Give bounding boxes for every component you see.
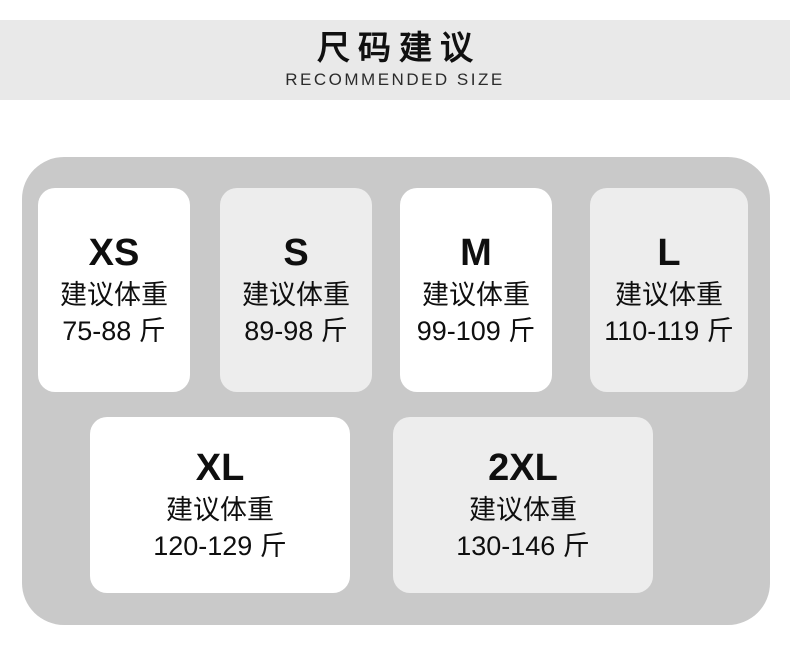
- size-name: L: [657, 232, 681, 274]
- size-name: S: [283, 232, 309, 274]
- size-card-2xl: 2XL 建议体重 130-146 斤: [393, 417, 653, 593]
- weight-range: 110-119 斤: [604, 316, 734, 346]
- size-card-xl: XL 建议体重 120-129 斤: [90, 417, 350, 593]
- weight-hint-label: 建议体重: [242, 280, 350, 310]
- page-subtitle: RECOMMENDED SIZE: [285, 70, 505, 89]
- title-band: 尺码建议 RECOMMENDED SIZE: [0, 20, 790, 100]
- size-name: XL: [195, 447, 245, 489]
- weight-range: 120-129 斤: [153, 531, 287, 561]
- weight-hint-label: 建议体重: [615, 280, 723, 310]
- weight-hint-label: 建议体重: [469, 495, 577, 525]
- size-name: 2XL: [488, 447, 558, 489]
- size-card-xs: XS 建议体重 75-88 斤: [38, 188, 190, 392]
- size-card-m: M 建议体重 99-109 斤: [400, 188, 552, 392]
- weight-hint-label: 建议体重: [422, 280, 530, 310]
- weight-range: 99-109 斤: [416, 316, 536, 346]
- size-name: M: [460, 232, 492, 274]
- page-title: 尺码建议: [317, 29, 481, 66]
- size-card-l: L 建议体重 110-119 斤: [590, 188, 748, 392]
- weight-hint-label: 建议体重: [166, 495, 274, 525]
- size-name: XS: [88, 232, 140, 274]
- size-panel: XS 建议体重 75-88 斤 S 建议体重 89-98 斤 M 建议体重 99…: [22, 157, 770, 625]
- weight-range: 75-88 斤: [62, 316, 166, 346]
- weight-hint-label: 建议体重: [60, 280, 168, 310]
- size-card-s: S 建议体重 89-98 斤: [220, 188, 372, 392]
- weight-range: 89-98 斤: [244, 316, 348, 346]
- weight-range: 130-146 斤: [456, 531, 590, 561]
